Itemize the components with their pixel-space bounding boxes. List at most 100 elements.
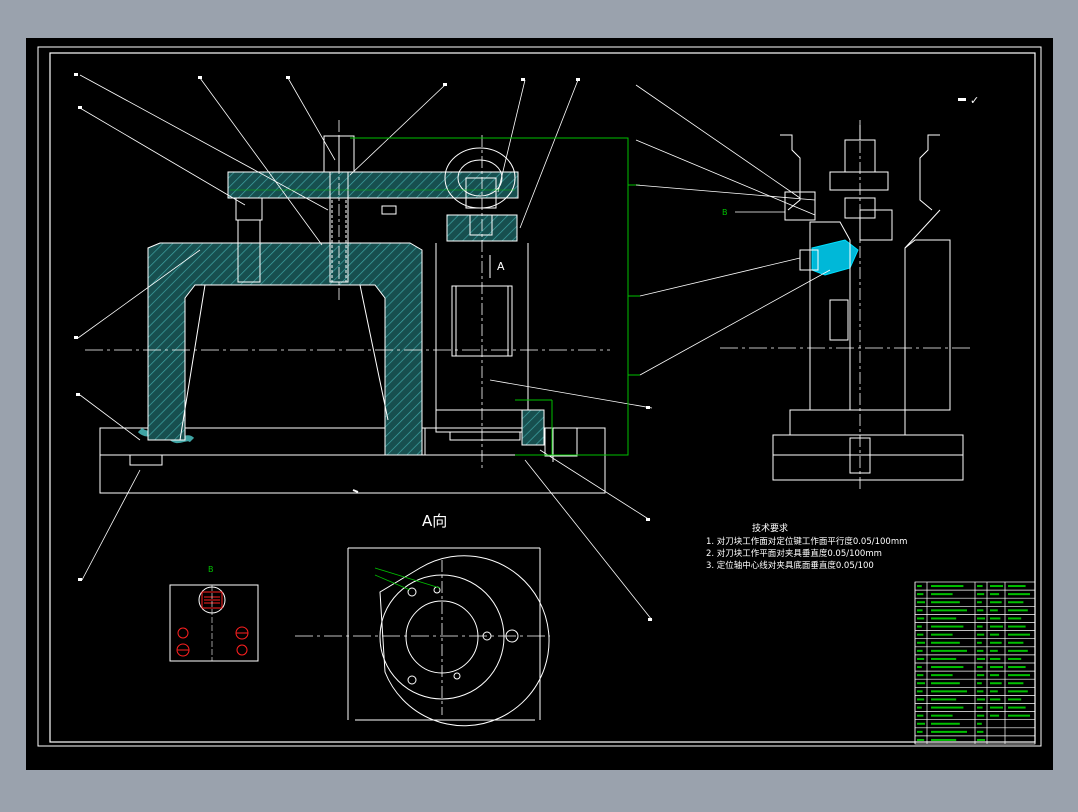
parts-list-entry bbox=[931, 601, 960, 604]
parts-list-entry bbox=[917, 682, 925, 685]
parts-list-entry bbox=[917, 657, 925, 660]
parts-list-entry bbox=[917, 649, 923, 652]
main-view: A bbox=[74, 73, 653, 621]
parts-list-entry bbox=[931, 609, 967, 612]
view-a: A向 bbox=[295, 512, 550, 727]
parts-list-entry bbox=[931, 690, 967, 693]
taper-left bbox=[179, 284, 206, 441]
parts-list-entry bbox=[977, 682, 982, 685]
parts-list-entry bbox=[1008, 593, 1030, 596]
parts-list-entry bbox=[977, 617, 985, 620]
detail-b-frame bbox=[169, 584, 259, 662]
parts-list-entry bbox=[917, 609, 923, 612]
parts-list-entry bbox=[931, 722, 960, 725]
requirement-1: 1. 对刀块工作面对定位键工作面平行度0.05/100mm bbox=[706, 536, 907, 547]
parts-list bbox=[914, 581, 1036, 745]
parts-list-entry bbox=[931, 649, 967, 652]
parts-list-entry bbox=[1008, 714, 1030, 717]
parts-list-entry bbox=[990, 641, 1002, 644]
parts-list-entry bbox=[977, 601, 982, 604]
view-title-a: A向 bbox=[422, 512, 447, 530]
parts-list-entry bbox=[917, 738, 925, 741]
parts-list-entry bbox=[1008, 617, 1022, 620]
parts-list-entry bbox=[990, 698, 1001, 701]
view-label-a: A bbox=[497, 260, 505, 273]
parts-list-entry bbox=[917, 641, 925, 644]
parts-list-entry bbox=[931, 633, 953, 636]
parts-list-entry bbox=[917, 690, 923, 693]
parts-list-entry bbox=[977, 593, 985, 596]
parts-list-entry bbox=[1008, 609, 1028, 612]
outer-frame bbox=[37, 46, 1042, 747]
flange-outline bbox=[379, 555, 550, 727]
parts-list-entry bbox=[977, 657, 985, 660]
parts-list-entry bbox=[990, 657, 1001, 660]
requirement-2: 2. 对刀块工作平面对夹具垂直度0.05/100mm bbox=[706, 548, 882, 559]
parts-list-entry bbox=[990, 714, 1000, 717]
roughness-symbol: ✓ bbox=[970, 94, 979, 107]
ring-nut-body bbox=[465, 177, 497, 209]
parts-list-entry bbox=[977, 674, 985, 677]
side-column bbox=[809, 221, 851, 411]
parts-list-entry bbox=[1008, 601, 1024, 604]
parts-list-entry bbox=[917, 633, 924, 636]
parts-list-entry bbox=[931, 730, 967, 733]
side-view: B ✓ bbox=[635, 84, 979, 490]
parts-list-entry bbox=[977, 666, 983, 669]
parts-list-entry bbox=[1008, 674, 1030, 677]
requirement-3: 3. 定位轴中心线对夹具底面垂直度0.05/100 bbox=[706, 560, 874, 571]
small-pin bbox=[381, 205, 397, 215]
parts-list-entry bbox=[931, 641, 960, 644]
parts-list-entry bbox=[1008, 682, 1024, 685]
technical-requirements: 技术要求 1. 对刀块工作面对定位键工作面平行度0.05/100mm 2. 对刀… bbox=[706, 522, 907, 571]
parts-list-entry bbox=[917, 674, 924, 677]
parts-list-entry bbox=[977, 714, 985, 717]
parts-list-entry bbox=[1008, 690, 1028, 693]
parts-list-entry bbox=[931, 674, 953, 677]
parts-list-entry bbox=[931, 617, 957, 620]
parts-list-entry bbox=[990, 666, 1003, 669]
parts-list-entry bbox=[977, 722, 982, 725]
parts-list-entry bbox=[931, 593, 953, 596]
parts-list-entry bbox=[917, 585, 922, 588]
parts-list-entry bbox=[990, 593, 1000, 596]
parts-list-entry bbox=[990, 633, 1000, 636]
parts-list-entry bbox=[977, 649, 984, 652]
parts-list-entry bbox=[931, 585, 964, 588]
left-stud bbox=[237, 219, 261, 283]
parts-list-entry bbox=[977, 706, 983, 709]
parts-list-entry bbox=[977, 738, 985, 741]
parts-list-entry bbox=[990, 625, 1003, 628]
parts-list-entry bbox=[931, 625, 964, 628]
side-bracket-left bbox=[780, 134, 801, 211]
parts-list-entry bbox=[1008, 657, 1022, 660]
dimension-lines bbox=[230, 137, 640, 456]
parts-list-entry bbox=[1008, 698, 1022, 701]
parts-list-entry bbox=[917, 666, 922, 669]
parts-list-entry bbox=[990, 690, 998, 693]
parts-list-entry bbox=[931, 698, 957, 701]
view-label-b-main: B bbox=[722, 208, 728, 217]
parts-list-entry bbox=[977, 698, 985, 701]
parts-list-entry bbox=[1008, 666, 1026, 669]
parts-list-entry bbox=[977, 690, 984, 693]
parts-list-entry bbox=[1008, 585, 1026, 588]
parts-list-entry bbox=[1008, 633, 1030, 636]
base-key bbox=[129, 454, 163, 466]
parts-list-entry bbox=[931, 714, 953, 717]
parts-list-entry bbox=[990, 609, 998, 612]
parts-list-entry bbox=[917, 601, 925, 604]
parts-list-entry bbox=[990, 649, 998, 652]
parts-list-entry bbox=[1008, 641, 1024, 644]
requirements-title: 技术要求 bbox=[752, 522, 788, 534]
parts-list-entry bbox=[1008, 625, 1026, 628]
parts-list-entry bbox=[977, 585, 983, 588]
parts-list-entry bbox=[931, 666, 964, 669]
parts-list-entry bbox=[931, 706, 964, 709]
parts-list-entry bbox=[917, 593, 924, 596]
view-label-b-detail: B bbox=[208, 565, 214, 574]
parts-list-entry bbox=[990, 617, 1001, 620]
parts-list-entry bbox=[917, 714, 924, 717]
